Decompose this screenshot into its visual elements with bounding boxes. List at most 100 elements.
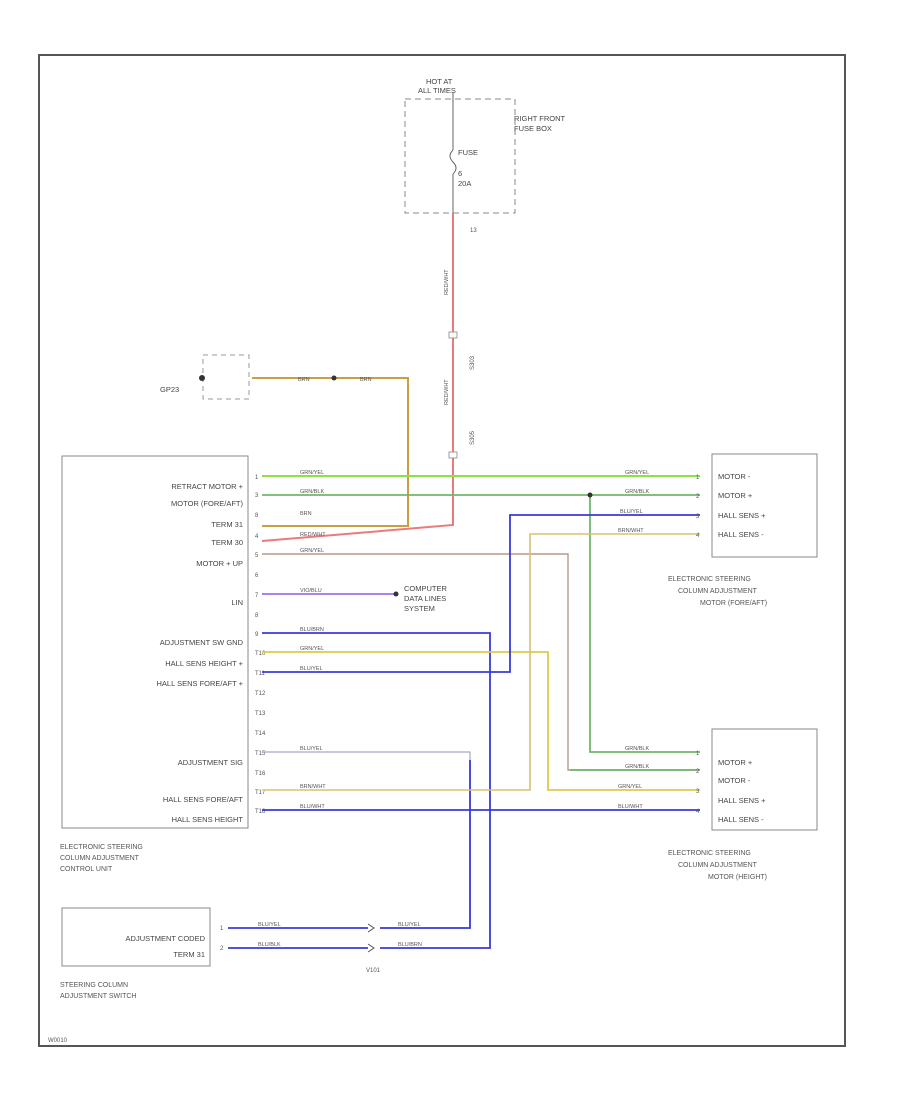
wire-cu11-ffa3: [262, 514, 700, 673]
wl-sw1: BLU/YEL: [258, 922, 281, 928]
wl-cu18: BLU/WHT: [300, 804, 325, 810]
wl-v101-bottom: BLU/BRN: [398, 942, 422, 948]
wire-cu10-h3: [262, 651, 700, 791]
ffa-pin-3: 3: [696, 514, 700, 520]
wl-ffa1: GRN/YEL: [625, 470, 649, 476]
wire-label-brn-right: BRN: [360, 377, 372, 383]
fuse-rating: 20A: [458, 179, 471, 188]
cu-label-9: HALL SENS HEIGHT +: [165, 659, 243, 668]
wl-h2: GRN/BLK: [625, 764, 649, 770]
cu-caption-1: ELECTRONIC STEERING: [60, 844, 143, 851]
wl-cu4: RED/WHT: [300, 532, 326, 538]
cu-pin-7: 8: [255, 613, 259, 619]
h-caption-3: MOTOR (HEIGHT): [708, 874, 767, 881]
cu-pin-9: T10: [255, 651, 266, 657]
fuse-box-outline: [404, 98, 516, 214]
wl-cu9: BLU/BRN: [300, 627, 324, 633]
cu-label-2: TERM 31: [211, 520, 243, 529]
sw-caption-2: ADJUSTMENT SWITCH: [60, 993, 136, 1000]
wl-cu17: BRN/WHT: [300, 784, 326, 790]
wire-red-feed: [261, 213, 454, 542]
cu-pin-17: T18: [255, 809, 266, 815]
cu-pin-0: 1: [255, 475, 259, 481]
fuse-number: 6: [458, 169, 462, 178]
ffa-caption-1: ELECTRONIC STEERING: [668, 576, 751, 583]
ffa-caption-2: COLUMN ADJUSTMENT: [678, 588, 758, 595]
cu-pin-13: T14: [255, 731, 266, 737]
ground-box: [202, 354, 250, 400]
wl-sw2: BLU/BLK: [258, 942, 281, 948]
cu-pin-4: 5: [255, 553, 259, 559]
h-caption-2: COLUMN ADJUSTMENT: [678, 862, 758, 869]
motor-height-box: [711, 728, 818, 831]
fuse-symbol: [449, 149, 457, 175]
fuse-box-name-1: RIGHT FRONT: [514, 114, 566, 123]
wl-cu10: GRN/YEL: [300, 646, 324, 652]
wl-cu8: BRN: [300, 511, 312, 517]
ffa-label-2: MOTOR +: [718, 491, 753, 500]
wl-ffa2: GRN/BLK: [625, 489, 649, 495]
wl-ffa4: BRN/WHT: [618, 528, 644, 534]
ffa-pin-1: 1: [696, 475, 700, 481]
cu-label-0: RETRACT MOTOR +: [171, 482, 243, 491]
wl-cu7: VIO/BLU: [300, 588, 322, 594]
h-pin-3: 3: [696, 789, 700, 795]
splice-connector-upper: [448, 331, 458, 339]
ffa-label-1: MOTOR -: [718, 472, 751, 481]
fuse-hot-label-2: ALL TIMES: [418, 86, 456, 95]
cu-label-8: ADJUSTMENT SW GND: [160, 638, 244, 647]
h-label-2: MOTOR -: [718, 776, 751, 785]
wl-h1: GRN/BLK: [625, 746, 649, 752]
control-unit-box: [61, 455, 249, 829]
wire-label-red-lower: RED/WHT: [444, 379, 450, 405]
cu-pin-5: 6: [255, 573, 259, 579]
wl-cu15: BLU/YEL: [300, 746, 323, 752]
data-lines-1: COMPUTER: [404, 584, 448, 593]
splice-label-upper: S303: [470, 355, 476, 370]
sw-label-2: TERM 31: [173, 950, 205, 959]
data-lines-dot: [393, 591, 399, 597]
ffa-caption-3: MOTOR (FORE/AFT): [700, 600, 767, 607]
h-caption-1: ELECTRONIC STEERING: [668, 850, 751, 857]
cu-pin-16: T17: [255, 790, 266, 796]
wl-cu5: GRN/YEL: [300, 548, 324, 554]
cu-pin-15: T16: [255, 771, 266, 777]
cu-caption-3: CONTROL UNIT: [60, 866, 113, 873]
cu-label-4: MOTOR + UP: [196, 559, 243, 568]
cu-label-16: HALL SENS FORE/AFT: [163, 795, 244, 804]
ground-splice-dot: [331, 375, 337, 381]
sw-caption-1: STEERING COLUMN: [60, 982, 128, 989]
v101-connector-bottom-icon: [367, 943, 375, 953]
ffa-pin-2: 2: [696, 494, 700, 500]
wire-brn-ground: [252, 377, 409, 527]
sw-pin-1: 1: [220, 926, 224, 932]
cu-pin-11: T12: [255, 691, 266, 697]
v101-label: V101: [366, 968, 381, 974]
wl-cu1: GRN/YEL: [300, 470, 324, 476]
wire-cu15-sw1-blue: [380, 760, 471, 929]
wire-cu5-h2: [262, 553, 700, 771]
h-label-1: MOTOR +: [718, 758, 753, 767]
wire-label-red-upper: RED/WHT: [444, 269, 450, 295]
h-pin-4: 4: [696, 809, 700, 815]
v101-connector-top-icon: [367, 923, 375, 933]
cu-pin-2: 8: [255, 513, 259, 519]
h-label-4: HALL SENS -: [718, 815, 764, 824]
branch-splice-dot: [587, 492, 593, 498]
data-lines-3: SYSTEM: [404, 604, 435, 613]
cu-pin-8: 9: [255, 632, 259, 638]
cu-label-1: MOTOR (FORE/AFT): [171, 499, 243, 508]
fuse-box-name-2: FUSE BOX: [514, 124, 552, 133]
motor-fore-aft-box: [711, 453, 818, 558]
ffa-pin-4: 4: [696, 533, 700, 539]
fuse-pin: 13: [470, 228, 477, 234]
wire-cu17-ffa4: [262, 533, 700, 791]
cu-caption-2: COLUMN ADJUSTMENT: [60, 855, 140, 862]
wire-cu15-sw1: [262, 751, 471, 929]
sw-pin-2: 2: [220, 946, 224, 952]
cu-label-6: LIN: [231, 598, 243, 607]
wire-branch-height1: [589, 495, 700, 753]
control-unit-pins: RETRACT MOTOR + MOTOR (FORE/AFT) TERM 31…: [157, 475, 266, 824]
cu-pin-1: 3: [255, 493, 259, 499]
wl-cu11: BLU/YEL: [300, 666, 323, 672]
